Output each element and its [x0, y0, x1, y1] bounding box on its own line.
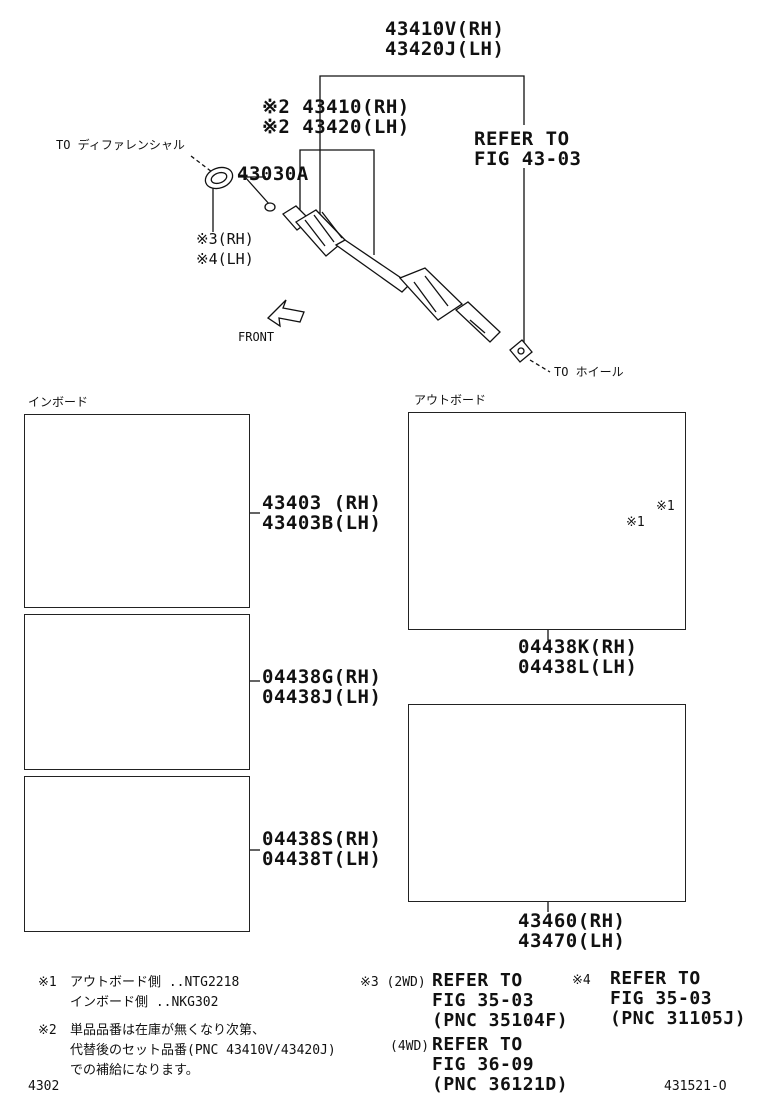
- inboard-boot-kit-box[interactable]: [24, 614, 250, 770]
- inboard-heading: インボード: [28, 395, 89, 409]
- shaft-part-number-rh[interactable]: ※2 43410(RH): [262, 96, 410, 118]
- figure-number: 4302: [28, 1079, 60, 1094]
- note3-mark: ※3 (2WD): [360, 975, 426, 990]
- box4-part-number-rh[interactable]: 04438K(RH): [518, 636, 638, 658]
- note3b-mark: (4WD): [390, 1039, 430, 1054]
- to-differential-label: TO ディファレンシャル: [56, 138, 185, 152]
- box3-part-number-lh[interactable]: 04438T(LH): [262, 848, 382, 870]
- outboard-boot-kit-box[interactable]: [408, 412, 686, 630]
- illustration-id: 431521-O: [664, 1079, 727, 1094]
- note2-line2: 代替後のセット品番(PNC 43410V/43420J): [70, 1043, 336, 1058]
- box2-part-number-lh[interactable]: 04438J(LH): [262, 686, 382, 708]
- refer-fig-line1[interactable]: REFER TO: [474, 128, 570, 150]
- note1-line2: インボード側 ..NKG302: [70, 995, 219, 1010]
- box2-part-number-rh[interactable]: 04438G(RH): [262, 666, 382, 688]
- box4-note-mark-1: ※1: [656, 499, 675, 514]
- note4-line2[interactable]: FIG 35-03: [610, 988, 713, 1009]
- seal-ref-rh: ※3(RH): [196, 230, 254, 248]
- assembly-part-number-lh[interactable]: 43420J(LH): [385, 38, 505, 60]
- box4-note-mark-2: ※1: [626, 515, 645, 530]
- note3b-line1[interactable]: REFER TO: [432, 1034, 523, 1055]
- note2-line1: 単品品番は在庫が無くなり次第、: [70, 1023, 266, 1038]
- note3-line2[interactable]: FIG 35-03: [432, 990, 535, 1011]
- note3-line1[interactable]: REFER TO: [432, 970, 523, 991]
- box1-part-number-rh[interactable]: 43403 (RH): [262, 492, 382, 514]
- inboard-joint-kit-box[interactable]: [24, 414, 250, 608]
- box1-part-number-lh[interactable]: 43403B(LH): [262, 512, 382, 534]
- note3-line3[interactable]: (PNC 35104F): [432, 1010, 569, 1031]
- note1-mark: ※1: [38, 975, 57, 990]
- front-label: FRONT: [238, 330, 275, 344]
- front-arrow-icon: [266, 299, 305, 328]
- note1-line1: アウトボード側 ..NTG2218: [70, 975, 240, 990]
- drive-shaft-assembly-icon: [204, 166, 533, 363]
- seal-part-number[interactable]: 43030A: [237, 163, 309, 185]
- box4-part-number-lh[interactable]: 04438L(LH): [518, 656, 638, 678]
- refer-fig-line2[interactable]: FIG 43-03: [474, 148, 582, 170]
- note3b-line3[interactable]: (PNC 36121D): [432, 1074, 569, 1095]
- shaft-part-number-lh[interactable]: ※2 43420(LH): [262, 116, 410, 138]
- note2-mark: ※2: [38, 1023, 57, 1038]
- box5-part-number-rh[interactable]: 43460(RH): [518, 910, 626, 932]
- note4-mark: ※4: [572, 973, 591, 988]
- seal-ref-lh: ※4(LH): [196, 250, 254, 268]
- assembly-part-number-rh[interactable]: 43410V(RH): [385, 18, 505, 40]
- note3b-line2[interactable]: FIG 36-09: [432, 1054, 535, 1075]
- inboard-clamp-kit-box[interactable]: [24, 776, 250, 932]
- to-wheel-label: TO ホイール: [554, 365, 624, 379]
- box3-part-number-rh[interactable]: 04438S(RH): [262, 828, 382, 850]
- outboard-heading: アウトボード: [414, 393, 487, 407]
- box5-part-number-lh[interactable]: 43470(LH): [518, 930, 626, 952]
- outboard-joint-box[interactable]: [408, 704, 686, 902]
- note2-line3: での補給になります。: [70, 1063, 199, 1078]
- note4-line1[interactable]: REFER TO: [610, 968, 701, 989]
- note4-line3[interactable]: (PNC 31105J): [610, 1008, 747, 1029]
